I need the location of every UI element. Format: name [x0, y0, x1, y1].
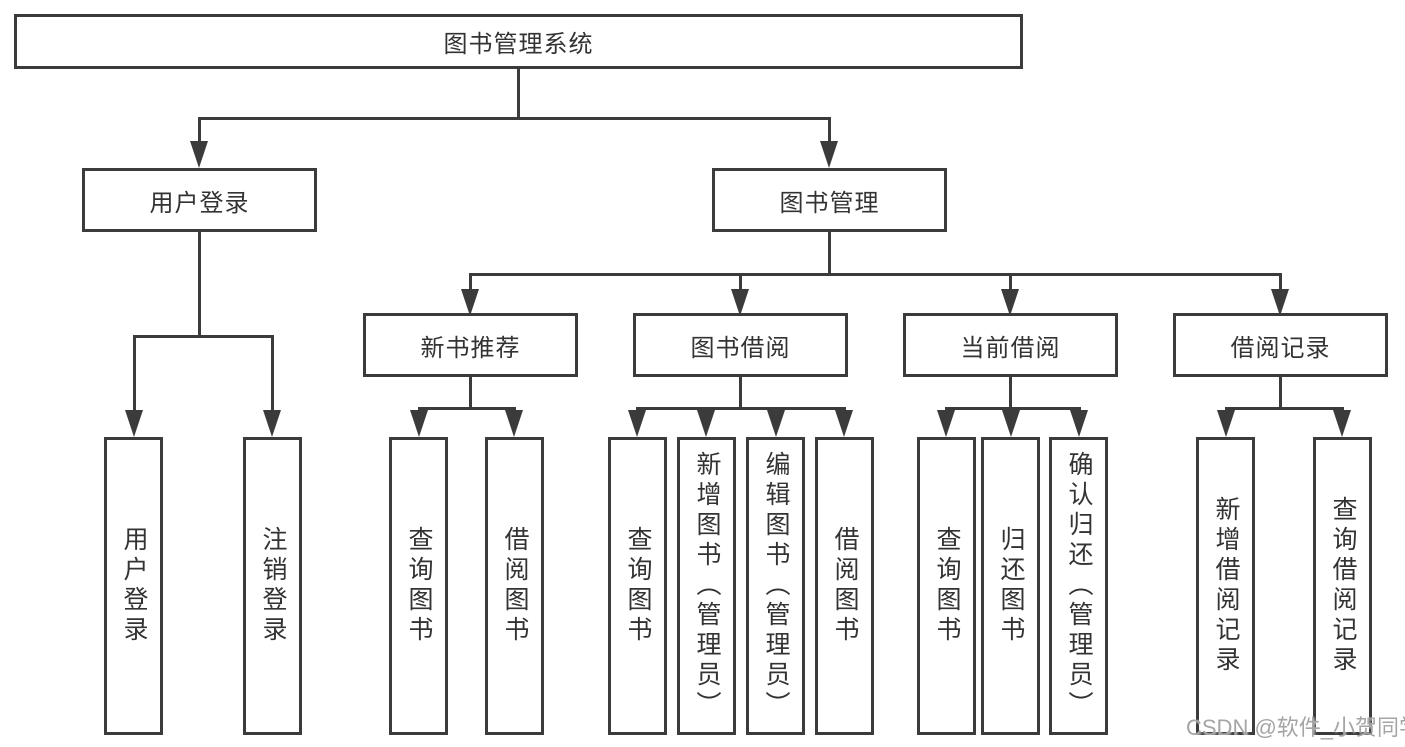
arrowhead-icon: [697, 410, 715, 437]
node-user-login-leaf: 用户登录: [104, 437, 163, 735]
node-query-books-2: 查询图书: [608, 437, 667, 735]
node-new-book-recommend: 新书推荐: [363, 313, 578, 377]
node-borrow-books-1: 借阅图书: [485, 437, 544, 735]
node-label: 确认归还（管理员）: [1065, 451, 1093, 721]
node-return-book: 归还图书: [981, 437, 1040, 735]
node-logout: 注销登录: [243, 437, 302, 735]
csdn-watermark: CSDN @软件_小贺同学: [1186, 715, 1405, 740]
line: [945, 407, 1081, 410]
line: [469, 377, 472, 410]
line: [636, 407, 846, 410]
line: [739, 377, 742, 410]
node-label: 编辑图书（管理员）: [762, 451, 790, 721]
node-label: 查询图书: [624, 526, 652, 646]
node-label: 归还图书: [997, 526, 1025, 646]
line: [1279, 273, 1282, 291]
node-label: 新增借阅记录: [1212, 496, 1240, 676]
line: [133, 335, 136, 412]
node-library-management-system: 图书管理系统: [14, 14, 1023, 69]
line: [198, 117, 831, 120]
node-label: 图书借阅: [690, 334, 791, 362]
node-query-books-3: 查询图书: [917, 437, 976, 735]
node-add-book-admin: 新增图书（管理员）: [677, 437, 736, 735]
node-book-management: 图书管理: [712, 168, 947, 232]
line: [198, 232, 201, 338]
line: [828, 232, 831, 276]
line: [133, 335, 274, 338]
node-confirm-return-admin: 确认归还（管理员）: [1049, 437, 1108, 735]
node-label: 新书推荐: [420, 334, 521, 362]
node-label: 查询图书: [933, 526, 961, 646]
arrowhead-icon: [1070, 410, 1088, 437]
line: [271, 335, 274, 412]
node-book-borrow: 图书借阅: [633, 313, 848, 377]
node-borrow-books-2: 借阅图书: [815, 437, 874, 735]
arrowhead-icon: [1217, 410, 1235, 437]
node-query-borrow-record: 查询借阅记录: [1313, 437, 1372, 735]
node-user-login: 用户登录: [82, 168, 317, 232]
node-label: 当前借阅: [960, 334, 1061, 362]
arrowhead-icon: [1002, 410, 1020, 437]
arrowhead-icon: [937, 410, 955, 437]
node-label: 图书管理: [779, 189, 880, 217]
line: [517, 69, 520, 120]
arrowhead-icon: [628, 410, 646, 437]
arrowhead-icon: [1271, 289, 1289, 316]
arrowhead-icon: [731, 289, 749, 316]
line: [1279, 377, 1282, 410]
node-query-books-1: 查询图书: [389, 437, 448, 735]
line: [469, 273, 1282, 276]
node-edit-book-admin: 编辑图书（管理员）: [746, 437, 805, 735]
line: [198, 117, 201, 143]
line: [739, 273, 742, 291]
arrowhead-icon: [820, 141, 838, 168]
arrowhead-icon: [767, 410, 785, 437]
line: [1009, 273, 1012, 291]
arrowhead-icon: [410, 410, 428, 437]
node-label: 查询图书: [405, 526, 433, 646]
line: [1225, 407, 1344, 410]
node-label: 新增图书（管理员）: [693, 451, 721, 721]
node-label: 借阅记录: [1230, 334, 1331, 362]
arrowhead-icon: [505, 410, 523, 437]
arrowhead-icon: [190, 141, 208, 168]
node-add-borrow-record: 新增借阅记录: [1196, 437, 1255, 735]
node-label: 图书管理系统: [443, 31, 594, 58]
arrowhead-icon: [125, 410, 143, 437]
node-label: 用户登录: [120, 526, 148, 646]
node-label: 注销登录: [259, 526, 287, 646]
node-borrow-records: 借阅记录: [1173, 313, 1388, 377]
node-label: 查询借阅记录: [1329, 496, 1357, 676]
arrowhead-icon: [1333, 410, 1351, 437]
line: [1009, 377, 1012, 410]
node-label: 借阅图书: [831, 526, 859, 646]
arrowhead-icon: [461, 289, 479, 316]
arrowhead-icon: [1001, 289, 1019, 316]
arrowhead-icon: [835, 410, 853, 437]
node-label: 借阅图书: [501, 526, 529, 646]
arrowhead-icon: [263, 410, 281, 437]
line: [469, 273, 472, 291]
line: [828, 117, 831, 143]
node-current-borrow: 当前借阅: [903, 313, 1118, 377]
node-label: 用户登录: [149, 189, 250, 217]
line: [418, 407, 516, 410]
